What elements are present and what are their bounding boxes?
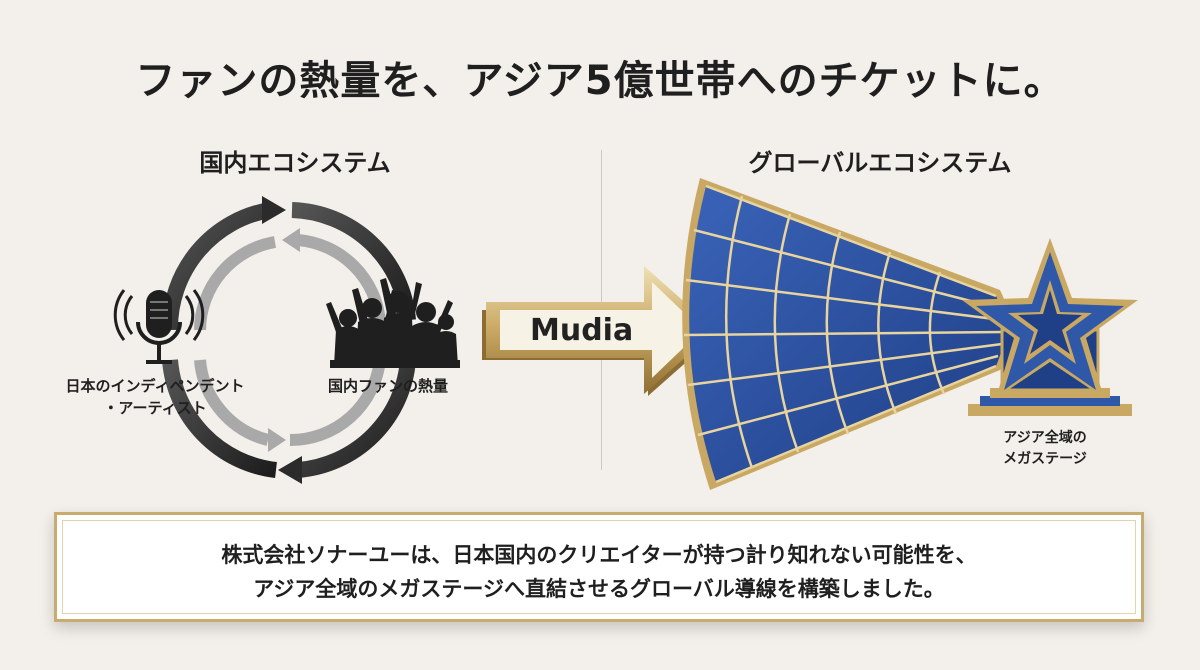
summary-box: 株式会社ソナーユーは、日本国内のクリエイターが持つ計り知れない可能性を、 アジア… [54, 512, 1144, 622]
star-stage-icon [962, 238, 1138, 416]
stage-label-line2: メガステージ [1003, 451, 1087, 467]
global-ecosystem-heading: グローバルエコシステム [748, 149, 1012, 177]
page-title: ファンの熱量を、アジア5億世帯へのチケットに。 [135, 58, 1065, 104]
stage-label: アジア全域の メガステージ [965, 428, 1125, 470]
cycle-arrow-bottom-right [297, 359, 416, 478]
cycle-arrowhead-top-left [262, 196, 286, 224]
microphone-icon [113, 289, 205, 364]
summary-line-2: アジア全域のメガステージへ直結させるグローバル導線を構築しました。 [253, 577, 945, 601]
inner-arrowhead-bottom [268, 428, 286, 452]
domestic-ecosystem-heading: 国内エコシステム [199, 149, 391, 177]
crowd-icon [326, 278, 460, 368]
artist-label-line2: ・アーティスト [103, 399, 207, 417]
stage-label-line1: アジア全域の [1003, 430, 1087, 446]
artist-label-line1: 日本のインディペンデント [65, 377, 245, 395]
global-fan-grid [682, 178, 1010, 490]
cycle-arrows [161, 196, 416, 484]
artist-label: 日本のインディペンデント ・アーティスト [40, 375, 270, 419]
summary-line-1: 株式会社ソナーユーは、日本国内のクリエイターが持つ計り知れない可能性を、 [221, 543, 977, 567]
inner-arrowhead-top [282, 228, 300, 252]
mudia-arrow [482, 266, 718, 396]
inner-arrow-top [194, 236, 277, 331]
cycle-arrow-bottom-left [162, 359, 278, 478]
cycle-arrowhead-bottom-right [278, 456, 302, 484]
inner-arrow-bottom [289, 359, 386, 447]
mudia-label: Mudia [530, 313, 634, 348]
fans-label: 国内ファンの熱量 [327, 377, 448, 395]
